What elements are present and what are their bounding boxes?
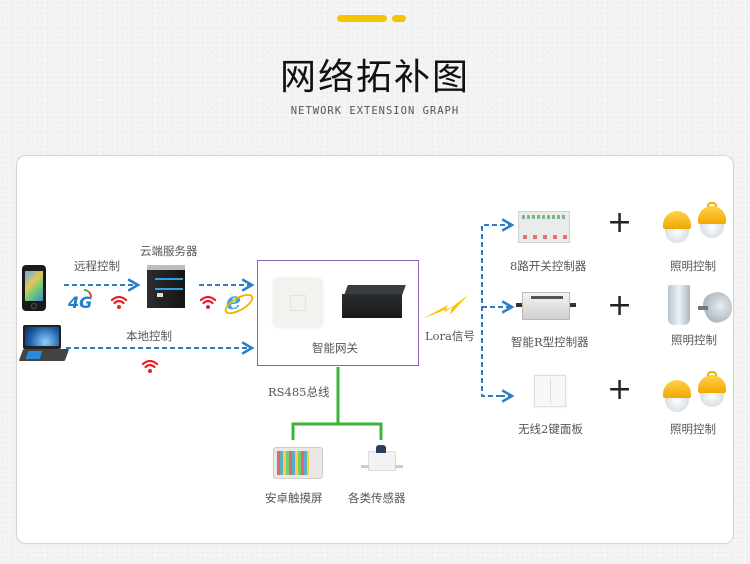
- wifi-icon: [199, 294, 217, 310]
- r-type-controller-label: 智能R型控制器: [511, 335, 589, 349]
- wireless-panel-label: 无线2键面板: [518, 422, 583, 436]
- lighting-control-label: 照明控制: [670, 422, 716, 436]
- android-touchscreen-label: 安卓触摸屏: [265, 491, 323, 505]
- smart-gateway-label: 智能网关: [312, 341, 358, 355]
- 8-channel-controller-label: 8路开关控制器: [510, 259, 587, 273]
- accent-bar-long: [337, 15, 387, 22]
- remote-control-label: 远程控制: [74, 259, 120, 273]
- rs485-bus-branches: [291, 422, 383, 440]
- lighting-control-label: 照明控制: [670, 259, 716, 273]
- wifi-icon: [141, 358, 159, 374]
- floodlight-icon: [698, 288, 737, 326]
- android-touchscreen-icon: [273, 447, 323, 479]
- page-subtitle: NETWORK EXTENSION GRAPH: [290, 105, 460, 117]
- rs485-bus-label: RS485总线: [268, 385, 330, 399]
- plus-icon: +: [607, 372, 633, 407]
- laptop-icon: [18, 325, 70, 363]
- access-point-icon: [273, 278, 323, 328]
- explosion-proof-lamp-icon: [660, 207, 694, 247]
- wireless-2-key-panel-icon: [534, 375, 566, 407]
- lora-signal-label: Lora信号: [425, 329, 475, 343]
- wifi-icon: [110, 294, 128, 310]
- lighting-control-label: 照明控制: [671, 333, 717, 347]
- sensors-label: 各类传感器: [348, 491, 406, 505]
- high-bay-light-icon: [664, 285, 694, 327]
- sensor-icon: [361, 445, 403, 473]
- 4g-signal-arc-icon: [84, 289, 92, 297]
- lightning-bolt-icon: [422, 295, 468, 319]
- plus-icon: +: [607, 205, 633, 240]
- explosion-proof-lamp-icon: [660, 376, 694, 416]
- explosion-proof-lamp-icon: [695, 202, 729, 242]
- plus-icon: +: [607, 288, 633, 323]
- page-title: 网络拓补图: [279, 57, 470, 98]
- smartphone-icon: [22, 265, 46, 311]
- gateway-box-icon: [342, 285, 406, 319]
- cloud-server-label: 云端服务器: [140, 244, 198, 258]
- 8-channel-switch-controller-icon: [518, 211, 570, 243]
- lora-trunk-line: [481, 224, 505, 397]
- 4g-icon: 4G: [68, 293, 93, 312]
- explosion-proof-lamp-icon: [695, 371, 729, 411]
- local-control-label: 本地控制: [126, 329, 172, 343]
- server-icon: [147, 265, 185, 309]
- r-type-controller-icon: [516, 292, 576, 320]
- accent-bar-short: [392, 15, 406, 22]
- internet-explorer-icon: e: [226, 289, 250, 313]
